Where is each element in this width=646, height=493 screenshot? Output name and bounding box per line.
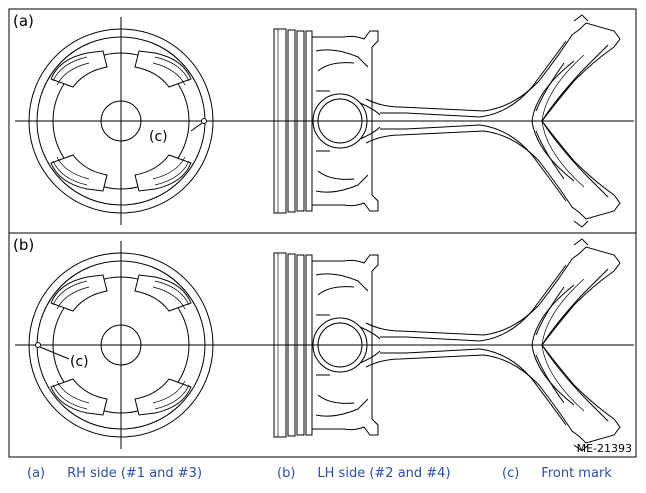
front-mark-dot-a — [201, 118, 207, 124]
legend-text-b: LH side (#2 and #4) — [317, 466, 451, 481]
front-mark-dot-b — [35, 342, 41, 348]
legend-key-b: (b) — [277, 466, 296, 481]
front-mark-leader-a — [190, 122, 203, 132]
panel-a-label: (a) — [13, 12, 34, 30]
panel-b: (b) (c) — [13, 236, 635, 452]
front-mark-leader-b — [39, 346, 70, 360]
panel-b-label: (b) — [13, 236, 34, 254]
legend-text-a: RH side (#1 and #3) — [67, 466, 203, 481]
piston-rod-side-view-a — [253, 14, 635, 228]
legend-key-a: (a) — [27, 466, 46, 481]
piston-crown-view-b — [14, 240, 257, 450]
front-mark-callout-a: (c) — [149, 129, 168, 145]
piston-rod-side-view-b — [253, 238, 635, 452]
panel-a: (a) (c) — [13, 12, 635, 228]
piston-crown-view-a — [14, 16, 257, 226]
figure-id: ME-21393 — [577, 442, 632, 455]
legend-text-c: Front mark — [541, 466, 612, 481]
legend-item-b: (b) LH side (#2 and #4) — [277, 466, 451, 481]
legend-item-a: (a) RH side (#1 and #3) — [27, 466, 202, 481]
legend-item-c: (c) Front mark — [502, 466, 612, 481]
legend-key-c: (c) — [502, 466, 520, 481]
front-mark-callout-b: (c) — [70, 354, 89, 370]
